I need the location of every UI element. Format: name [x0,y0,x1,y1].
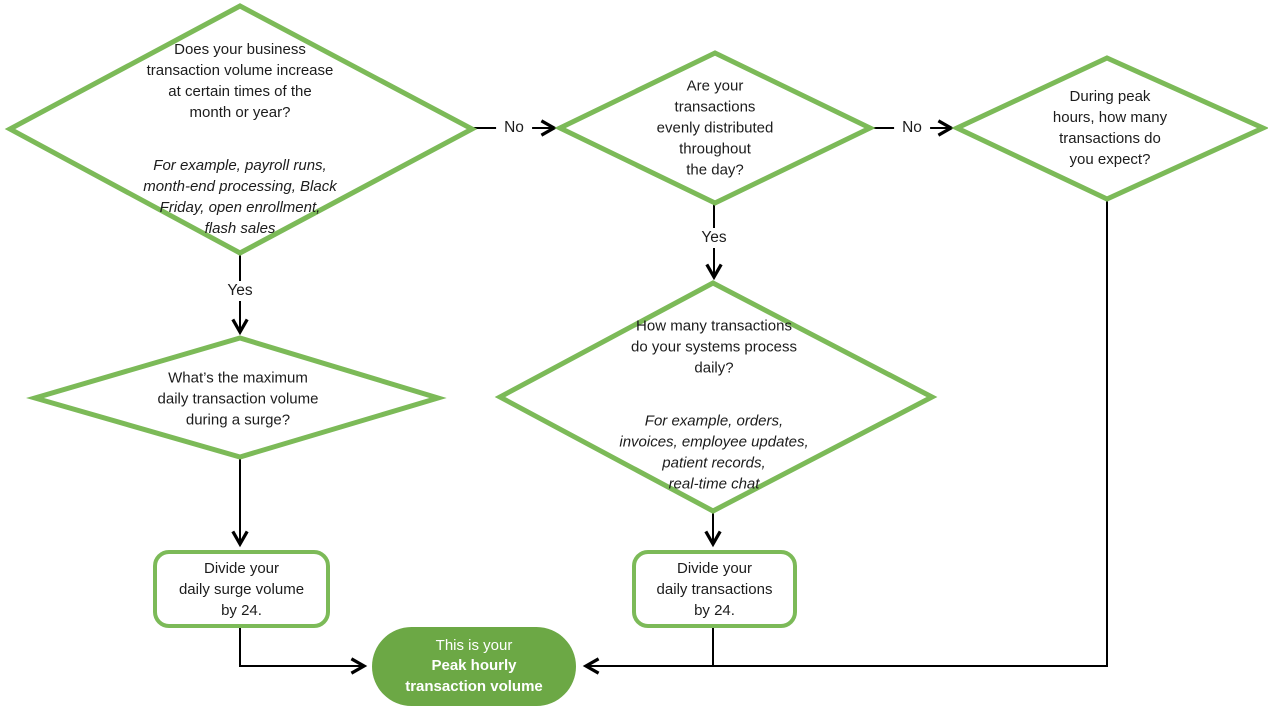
edge-peak-to-result [582,199,1108,675]
decision-diamond-seasonal [4,3,478,256]
decision-diamond-peak-hours [951,55,1268,202]
seasonal-question: Does your business transaction volume in… [146,41,334,121]
process-divide-surge: Divide your daily surge volume by 24. [153,550,330,628]
edge-label-no-even: No [894,118,930,138]
decision-diamond-even-distribution [554,50,876,206]
result-intro: This is your [435,636,513,654]
even-distribution-question: Are your transactions evenly distributed… [656,77,774,179]
edge-label-yes-seasonal: Yes [219,281,261,301]
even-distribution-question-text: Are your transactions evenly distributed… [657,55,774,202]
seasonal-example: For example, payroll runs, month-end pro… [143,157,337,237]
decision-diamond-daily-count [494,280,938,514]
surge-max-question: What’s the maximum daily transaction vol… [157,369,319,429]
daily-count-question: How many transactions do your systems pr… [631,317,797,377]
decision-diamond-surge-max [26,335,447,460]
peak-hours-question: During peak hours, how many transactions… [1052,88,1168,168]
process-divide-daily: Divide your daily transactions by 24. [632,550,797,628]
edge-label-yes-even: Yes [693,228,735,248]
seasonal-question-text: Does your business transaction volume in… [143,18,336,260]
surge-max-question-text: What’s the maximum daily transaction vol… [158,347,319,452]
result-emphasis: Peak hourly transaction volume [405,657,543,695]
peak-hours-question-text: During peak hours, how many transactions… [1053,65,1167,191]
edge-label-no-seasonal: No [496,118,532,138]
daily-count-question-text: How many transactions do your systems pr… [619,295,808,516]
terminal-result: This is your Peak hourly transaction vol… [372,627,576,706]
daily-count-example: For example, orders, invoices, employee … [619,412,809,493]
edge-divide-surge-to-result [239,628,368,675]
